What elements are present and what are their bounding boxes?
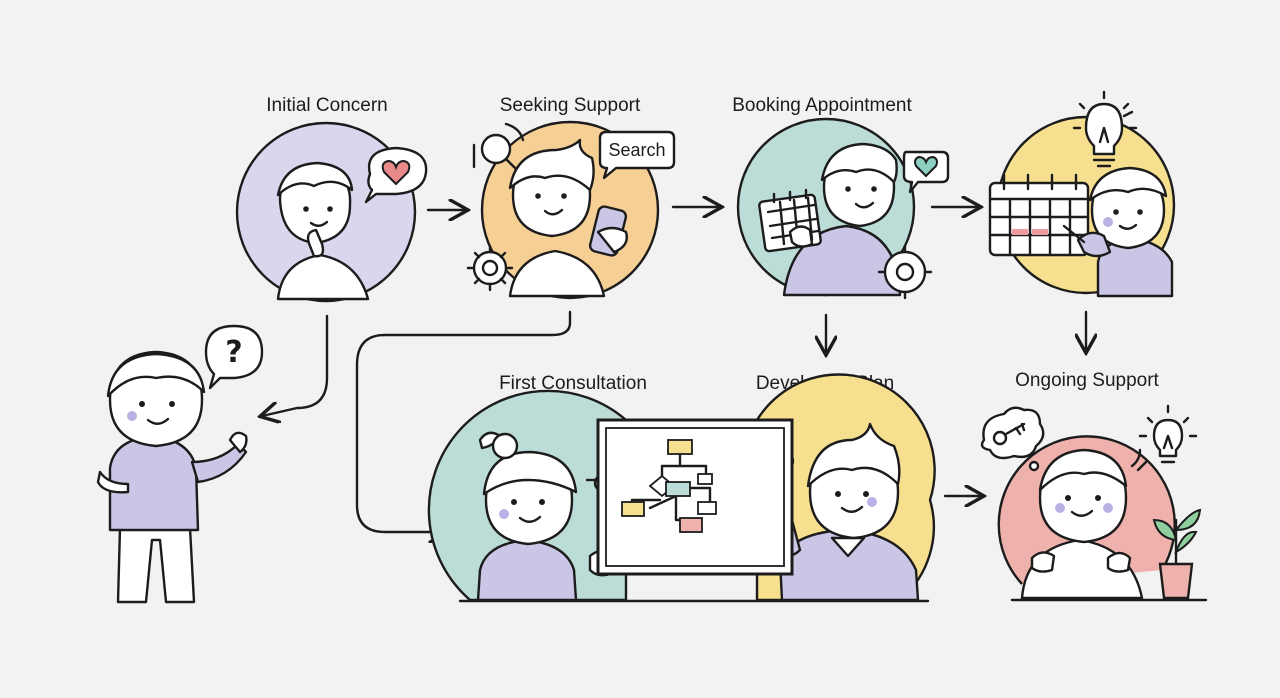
stage-label-seeking-support: Seeking Support bbox=[500, 95, 641, 116]
stage-label-first-consultation: First Consultation bbox=[499, 373, 647, 394]
flowchart-icon bbox=[621, 439, 717, 533]
heart-icon bbox=[914, 155, 938, 178]
stage-label-initial-concern: Initial Concern bbox=[266, 95, 387, 116]
arrow-concern-to-person bbox=[262, 314, 329, 416]
calendar-icon bbox=[988, 173, 1090, 257]
stage-ongoing-support bbox=[980, 404, 1202, 600]
key-thought-bubble bbox=[980, 406, 1045, 472]
heart-speech-bubble-small bbox=[902, 150, 950, 194]
lightbulb-icon bbox=[1130, 404, 1198, 472]
heart-speech-bubble bbox=[364, 146, 428, 204]
search-speech-bubble: Search bbox=[598, 130, 676, 180]
stage-seeking-support: Search bbox=[466, 120, 676, 300]
search-bubble-text: Search bbox=[608, 140, 665, 160]
question-speech-bubble: ? bbox=[204, 324, 264, 390]
gear-icon bbox=[877, 244, 933, 300]
stage-booking-appointment bbox=[736, 117, 950, 300]
whiteboard bbox=[596, 418, 794, 576]
plant-icon bbox=[1152, 508, 1202, 600]
stage-first-consultation bbox=[427, 389, 630, 602]
stage-label-ongoing-support: Ongoing Support bbox=[1015, 370, 1159, 391]
lightbulb-icon bbox=[1072, 90, 1138, 168]
heart-icon bbox=[381, 159, 411, 186]
arrow-seeking-to-consultation bbox=[355, 310, 572, 532]
key-icon bbox=[992, 422, 1026, 446]
stage-scheduling bbox=[988, 90, 1176, 298]
baselines bbox=[458, 598, 1208, 603]
person-with-question: ? bbox=[96, 324, 264, 604]
magnifier-icon bbox=[472, 122, 525, 171]
question-mark: ? bbox=[225, 335, 242, 370]
connectors bbox=[262, 207, 1086, 532]
gear-icon bbox=[466, 244, 514, 292]
stage-initial-concern bbox=[235, 121, 428, 303]
stage-label-booking-appointment: Booking Appointment bbox=[732, 95, 912, 116]
